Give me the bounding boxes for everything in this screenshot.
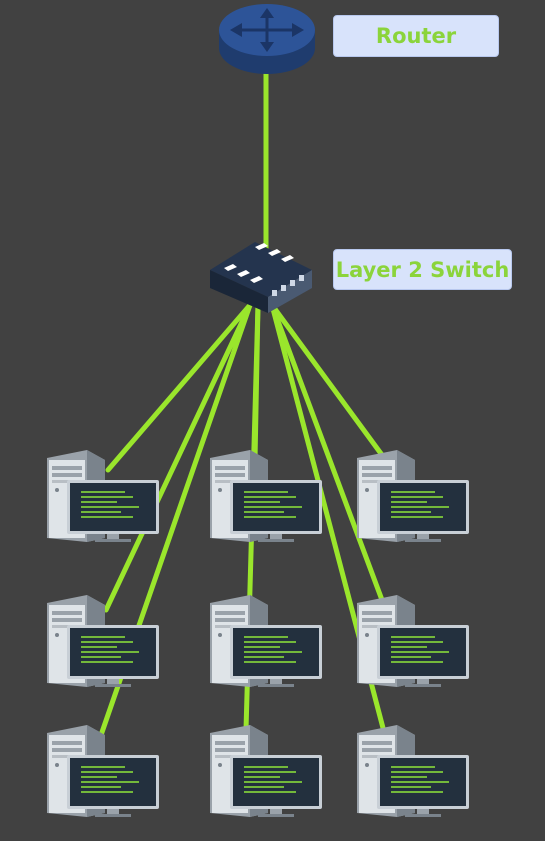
link-switch-pc-1	[105, 302, 253, 473]
layer2-switch-icon	[210, 242, 312, 313]
router-label: Router	[333, 15, 499, 57]
desktop-computer-icon	[209, 594, 323, 688]
desktop-computer-icon	[356, 449, 470, 543]
desktop-computer-icon	[356, 724, 470, 818]
router-icon	[219, 4, 315, 74]
desktop-computer-icon	[356, 594, 470, 688]
link-switch-pc-4	[103, 302, 253, 613]
desktop-computer-icon	[209, 724, 323, 818]
switch-label: Layer 2 Switch	[333, 249, 512, 290]
desktop-computer-icon	[46, 724, 160, 818]
link-switch-pc-3	[269, 302, 385, 458]
link-switch-pc-6	[269, 302, 385, 603]
desktop-computer-icon	[209, 449, 323, 543]
desktop-computer-icon	[46, 449, 160, 543]
